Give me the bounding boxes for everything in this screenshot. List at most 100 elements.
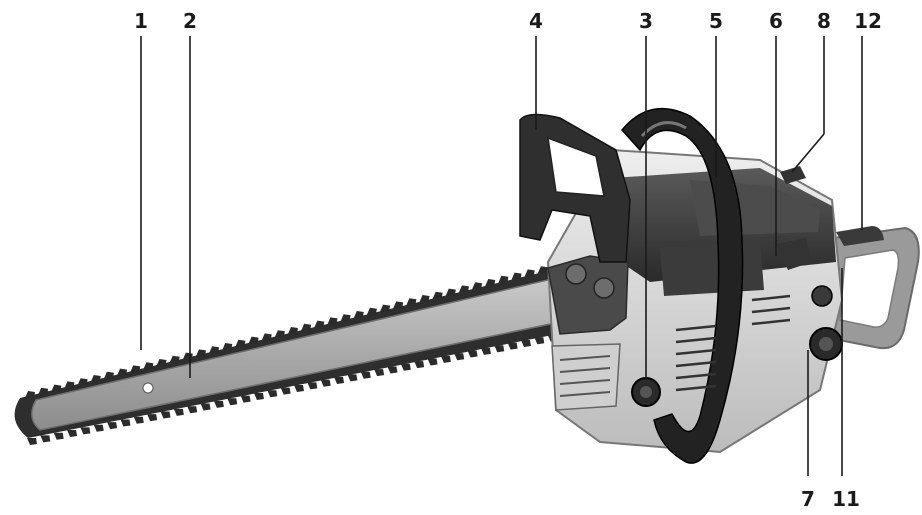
callout-8: 8: [817, 9, 831, 33]
chain-tooth: [467, 350, 478, 358]
chain-tooth: [301, 323, 312, 331]
chain-tooth: [107, 422, 118, 430]
chain-tooth: [235, 339, 246, 347]
chain-tooth: [520, 339, 531, 347]
chain-tooth: [147, 414, 158, 422]
chain-tooth: [67, 430, 78, 438]
chain-tooth: [374, 369, 385, 377]
chain-tooth: [307, 382, 318, 390]
chain-tooth: [51, 384, 62, 392]
choke-knob: [811, 285, 833, 307]
chain-tooth: [80, 427, 91, 435]
chain-tooth: [440, 355, 451, 363]
chain-tooth: [347, 374, 358, 382]
chain-tooth: [103, 371, 114, 379]
chain-tooth: [294, 385, 304, 392]
chain-tooth: [419, 295, 430, 302]
chain-tooth: [511, 272, 522, 280]
chain-tooth: [195, 349, 206, 357]
chain-tooth: [507, 342, 518, 350]
chain-tooth: [200, 403, 211, 411]
chain-tooth: [213, 400, 224, 408]
chain-tooth: [334, 377, 345, 385]
callout-3: 3: [639, 9, 653, 33]
chain-tooth: [393, 301, 404, 309]
throttle-trigger: [776, 238, 812, 270]
chain-tooth: [472, 282, 483, 290]
chain-tooth: [314, 320, 325, 328]
chain-tooth: [169, 355, 180, 363]
chain-tooth: [400, 363, 411, 371]
chain-tooth: [133, 416, 144, 424]
chain-tooth: [25, 391, 35, 398]
chain-tooth: [280, 387, 291, 395]
chain-tooth: [209, 346, 220, 354]
chain-tooth: [288, 327, 298, 334]
chain-tooth: [248, 336, 259, 344]
front-hand-guard: [519, 113, 631, 263]
callout-1: 1: [134, 9, 148, 33]
guide-bar: [14, 268, 569, 438]
chain-tooth: [187, 406, 198, 414]
chain-tooth: [274, 330, 285, 338]
chain-tooth: [387, 366, 398, 374]
chain-tooth: [267, 390, 278, 398]
chain-tooth: [64, 381, 75, 389]
chain-tooth: [498, 275, 509, 283]
chain-tooth: [427, 358, 438, 366]
chain-tooth: [360, 371, 371, 379]
callout-5: 5: [709, 9, 723, 33]
chain-tooth: [366, 307, 377, 315]
callout-11: 11: [832, 487, 860, 511]
chain-tooth: [130, 365, 141, 373]
fuel-cap: [809, 327, 843, 361]
callout-4: 4: [529, 9, 543, 33]
callout-7: 7: [801, 487, 815, 511]
callout-lines: [140, 36, 863, 476]
chain-tooth: [40, 435, 51, 443]
chain-tooth: [117, 368, 128, 376]
sprocket-cover: [547, 255, 629, 411]
chain-tooth: [156, 359, 167, 366]
chain-tooth: [160, 411, 171, 419]
chain-tooth: [445, 288, 456, 296]
chain-tooth: [77, 378, 88, 386]
chain-tooth: [320, 379, 331, 387]
chain-tooth: [253, 392, 264, 400]
callout-6: 6: [769, 9, 783, 33]
chain-tooth: [480, 347, 491, 355]
chain-tooth: [327, 317, 338, 325]
starter-handle: [780, 166, 806, 184]
chain-tooth: [340, 314, 351, 322]
chain-tooth: [524, 269, 535, 277]
chain-tooth: [454, 353, 465, 361]
chain-tooth: [93, 424, 104, 432]
chain-tooth: [38, 387, 49, 395]
chain-tooth: [458, 285, 469, 293]
chain-tooth: [222, 343, 233, 350]
chain-tooth: [182, 352, 193, 360]
chain-tooth: [27, 438, 37, 445]
chain-tooth: [485, 279, 496, 286]
chain-tooth: [534, 337, 545, 345]
chain-tooth: [537, 266, 548, 274]
chain-tooth: [432, 291, 443, 299]
callout-2: 2: [183, 9, 197, 33]
callout-12: 12: [854, 9, 882, 33]
chain-tooth: [53, 432, 64, 440]
chain-tooth: [414, 361, 425, 369]
chain-tooth: [90, 375, 101, 382]
chain-tooth: [120, 419, 131, 427]
callout-labels: 1 2 4 3 5 6 8 12 7 11: [134, 9, 882, 511]
chain-tooth: [143, 362, 154, 370]
chain-tooth: [173, 408, 184, 416]
chain-tooth: [261, 333, 272, 341]
chain-tooth: [227, 398, 238, 406]
oil-cap: [631, 377, 661, 407]
chain-tooth: [353, 311, 364, 318]
saw-chain: [25, 263, 561, 398]
chain-tooth: [240, 395, 251, 403]
cooling-vents: [675, 294, 791, 392]
chain-tooth: [494, 345, 505, 353]
